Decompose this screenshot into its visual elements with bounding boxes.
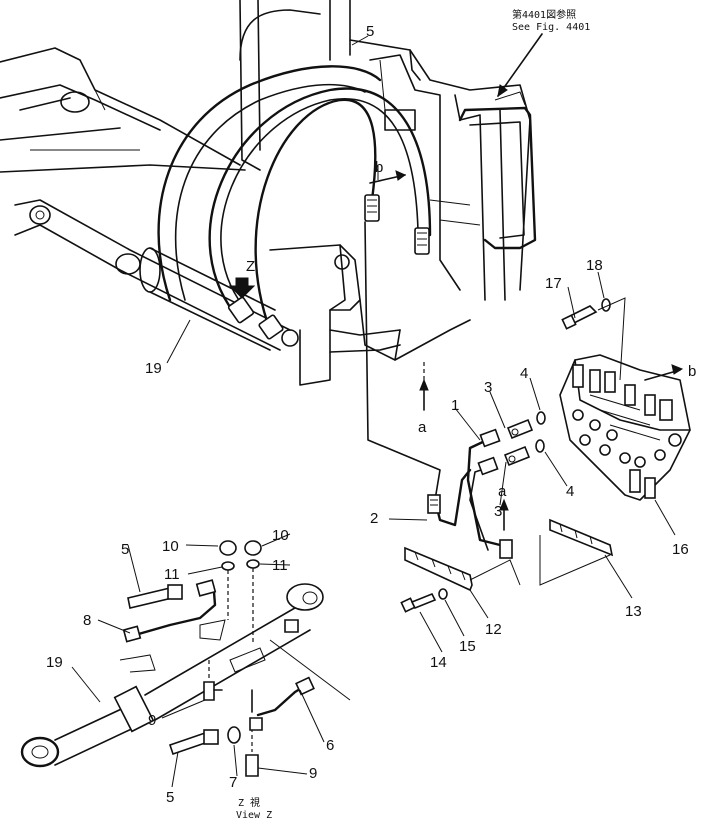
label-5-view-z: 5 [121, 541, 129, 558]
arrow-b-upper [369, 165, 407, 184]
leader-17-18-valve [597, 297, 626, 381]
label-15: 15 [459, 638, 476, 655]
label-12: 12 [485, 621, 502, 638]
view-caption-en: View Z [236, 810, 272, 821]
connector-3-upper [506, 418, 534, 440]
mount-plate [269, 244, 401, 386]
washer-11-left [221, 561, 235, 571]
elbow-9-upper [203, 660, 223, 701]
label-18: 18 [586, 257, 603, 274]
label-13: 13 [625, 603, 642, 620]
bolt-14 [400, 592, 437, 613]
cylinder-19-upper [14, 199, 291, 351]
label-5-top: 5 [366, 23, 374, 40]
tube-lines-a [364, 221, 441, 501]
hose-5-lower [168, 729, 219, 756]
marker-a-lower: a [498, 483, 507, 500]
control-valve-16 [559, 354, 691, 501]
nut-10-left [219, 540, 237, 556]
label-11-left: 11 [164, 566, 180, 583]
label-5-bottom: 5 [166, 789, 174, 806]
tube-2 [427, 468, 472, 527]
reference-note-jp: 第4401図参照 [512, 8, 576, 21]
washer-11-right [246, 559, 260, 569]
label-3-upper: 3 [484, 379, 492, 396]
tube-8 [122, 579, 217, 643]
marker-b-upper: b [375, 159, 383, 176]
label-9-upper: 9 [148, 712, 156, 729]
reference-arrow [497, 33, 543, 98]
tube-end-fitting [499, 539, 513, 559]
bolt-17 [561, 305, 598, 330]
nut-10-right [244, 540, 262, 556]
leader-lines [71, 35, 676, 788]
tube-1 [466, 428, 502, 551]
label-11-right: 11 [272, 557, 288, 574]
reference-note-en: See Fig. 4401 [512, 22, 590, 33]
hose-5-view-z [127, 584, 183, 609]
label-9-lower: 9 [309, 765, 317, 782]
guard-bracket [458, 91, 537, 250]
label-4-lower: 4 [566, 483, 574, 500]
label-1: 1 [451, 397, 459, 414]
boom-arm [0, 47, 246, 173]
clamp-12 [404, 546, 521, 592]
view-caption-jp: Z 視 [238, 796, 260, 809]
label-16: 16 [672, 541, 689, 558]
tube-6 [251, 676, 315, 717]
arrow-b-valve [644, 364, 684, 381]
label-3-lower: 3 [494, 503, 502, 520]
washer-15 [438, 588, 448, 600]
label-14: 14 [430, 654, 447, 671]
tube-6-fitting [249, 717, 263, 731]
marker-z-label: Z [246, 258, 255, 275]
label-6: 6 [326, 737, 334, 754]
label-17: 17 [545, 275, 562, 292]
label-8: 8 [83, 612, 91, 629]
hoses-5 [208, 87, 432, 340]
label-4-upper: 4 [520, 365, 528, 382]
o-ring-4-lower [535, 439, 545, 453]
label-10-left: 10 [162, 538, 179, 555]
cylinder-19-view-z [20, 583, 351, 768]
clamp-13 [539, 518, 614, 586]
connector-3-lower [503, 445, 531, 467]
frame-ring [157, 0, 382, 302]
elbow-9-lower [245, 728, 259, 777]
arrow-a-lower [499, 498, 509, 531]
connector-7 [227, 726, 241, 744]
o-ring-4-upper [536, 411, 546, 425]
label-2: 2 [370, 510, 378, 527]
marker-b-valve: b [688, 363, 696, 380]
view-z-arrow [228, 277, 256, 299]
label-10-right: 10 [272, 527, 289, 544]
label-19-view-z: 19 [46, 654, 63, 671]
label-7: 7 [229, 774, 237, 791]
marker-a-upper: a [418, 419, 427, 436]
label-19-upper: 19 [145, 360, 162, 377]
